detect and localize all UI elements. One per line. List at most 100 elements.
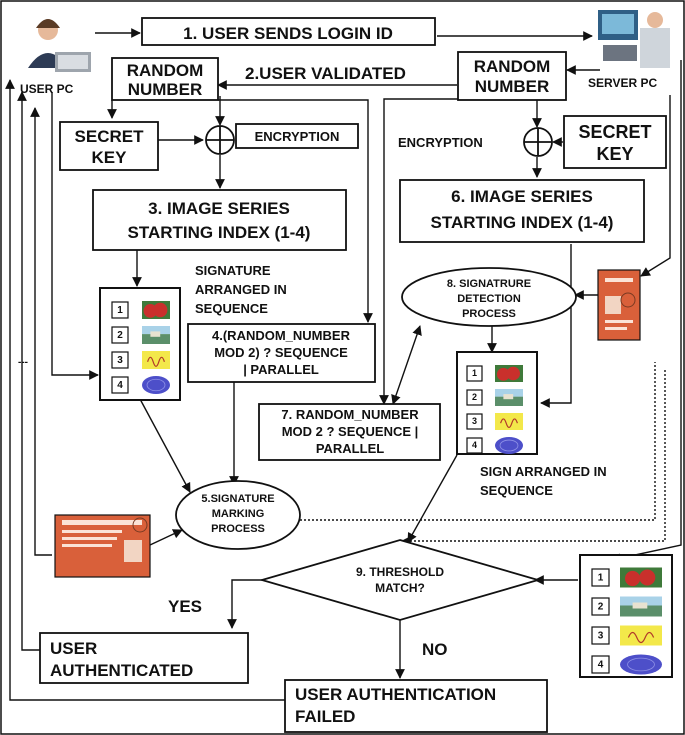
step5-label: MARKING: [212, 508, 265, 520]
index-label: 1: [472, 368, 477, 378]
xor-circle-icon: [523, 127, 553, 157]
user-random-label: NUMBER: [128, 80, 203, 99]
landscape-image: [620, 596, 662, 617]
sig-arranged-label: ARRANGED IN: [195, 282, 287, 297]
index-box: [111, 351, 129, 369]
index-label: 4: [117, 380, 123, 391]
index-label: 1: [598, 573, 604, 584]
no-label: NO: [422, 640, 448, 659]
failed-label: USER AUTHENTICATION: [295, 685, 496, 704]
user-secret-box: [59, 121, 159, 171]
server-random-label: NUMBER: [475, 77, 550, 96]
yes-label: YES: [168, 597, 202, 616]
index-box: [466, 437, 483, 454]
step5-ellipse: [175, 480, 301, 550]
step1-box: [141, 17, 436, 46]
index-box: [591, 568, 610, 587]
fruit-image: [495, 365, 523, 382]
server-random-label: RANDOM: [474, 57, 551, 76]
index-box: [466, 413, 483, 430]
user-encryption-label: ENCRYPTION: [255, 129, 340, 144]
step8-label: PROCESS: [462, 308, 516, 320]
signature-image: [495, 413, 523, 430]
index-label: 3: [117, 355, 123, 366]
series-item: 1: [466, 365, 523, 382]
step3-label: STARTING INDEX (1-4): [128, 223, 311, 242]
step6-label: 6. IMAGE SERIES: [451, 187, 593, 206]
sign-arranged-label: SIGN ARRANGED IN: [480, 464, 607, 479]
server-secret-box: [563, 115, 667, 169]
sig-arranged-label: SEQUENCE: [195, 301, 268, 316]
signature-image: [142, 351, 170, 369]
server-secret-label: KEY: [596, 144, 633, 164]
sign-arranged-label: SEQUENCE: [480, 483, 553, 498]
server-operator-icon: [598, 10, 670, 68]
step7-box: [258, 403, 441, 461]
step3-box: [92, 189, 347, 251]
fruit-image: [620, 567, 662, 588]
server-pc-label: SERVER PC: [588, 76, 657, 90]
step8-ellipse: [401, 267, 577, 327]
step4-label: MOD 2) ? SEQUENCE: [214, 345, 348, 360]
series-item: 4: [591, 654, 662, 675]
index-label: 2: [117, 330, 123, 341]
landscape-image: [495, 389, 523, 406]
series-item: 3: [111, 351, 170, 369]
step5-label: PROCESS: [211, 523, 265, 535]
failed-box: [284, 679, 548, 733]
index-label: 2: [598, 602, 604, 613]
step6-box: [399, 179, 645, 243]
series-item: 1: [111, 301, 170, 319]
user-secret-label: KEY: [92, 148, 128, 167]
step6-label: STARTING INDEX (1-4): [431, 213, 614, 232]
connectors: [5, 28, 682, 701]
index-box: [111, 301, 129, 319]
image-series-panel: 1 2 3 4: [456, 351, 538, 455]
user-pc-label: USER PC: [20, 82, 74, 96]
index-label: 1: [117, 305, 123, 316]
fingerprint-image: [495, 437, 523, 454]
series-item: 2: [111, 326, 170, 344]
user-random-label: RANDOM: [127, 61, 204, 80]
index-box: [591, 597, 610, 616]
index-box: [111, 376, 129, 394]
image-series-panel: 1 2 3 4: [579, 554, 673, 678]
step8-label: 8. SIGNATRURE: [447, 278, 531, 290]
series-item: 4: [466, 437, 523, 454]
user-secret-label: SECRET: [75, 127, 145, 146]
step8-label: DETECTION: [457, 293, 521, 305]
authenticated-box: [39, 632, 249, 684]
index-box: [591, 626, 610, 645]
server-secret-label: SECRET: [578, 122, 651, 142]
index-label: 4: [598, 660, 604, 671]
index-box: [466, 365, 483, 382]
step2-label: 2.USER VALIDATED: [245, 64, 406, 83]
authenticated-label: USER: [50, 639, 97, 658]
step9-label: 9. THRESHOLD: [356, 565, 444, 579]
failed-label: FAILED: [295, 707, 355, 726]
index-label: 3: [472, 416, 477, 426]
index-label: 2: [472, 392, 477, 402]
step3-label: 3. IMAGE SERIES: [148, 199, 290, 218]
step7-label: PARALLEL: [316, 441, 384, 456]
index-label: 4: [472, 440, 477, 450]
step4-box: [187, 323, 376, 383]
fingerprint-image: [620, 654, 662, 675]
step9-label: MATCH?: [375, 581, 425, 595]
id-card-icon: [597, 269, 641, 341]
index-box: [466, 389, 483, 406]
server-encryption-label: ENCRYPTION: [398, 135, 483, 150]
fingerprint-image: [142, 376, 170, 394]
series-item: 4: [111, 376, 170, 394]
step1-label: 1. USER SENDS LOGIN ID: [183, 24, 393, 43]
xor-circle-icon: [205, 125, 235, 155]
index-label: 3: [598, 631, 604, 642]
step4-label: | PARALLEL: [243, 362, 319, 377]
server-random-box: [457, 51, 567, 101]
step4-label: 4.(RANDOM_NUMBER: [212, 328, 351, 343]
series-item: 2: [591, 596, 662, 617]
step9-diamond: [258, 539, 542, 621]
fruit-image: [142, 301, 170, 319]
